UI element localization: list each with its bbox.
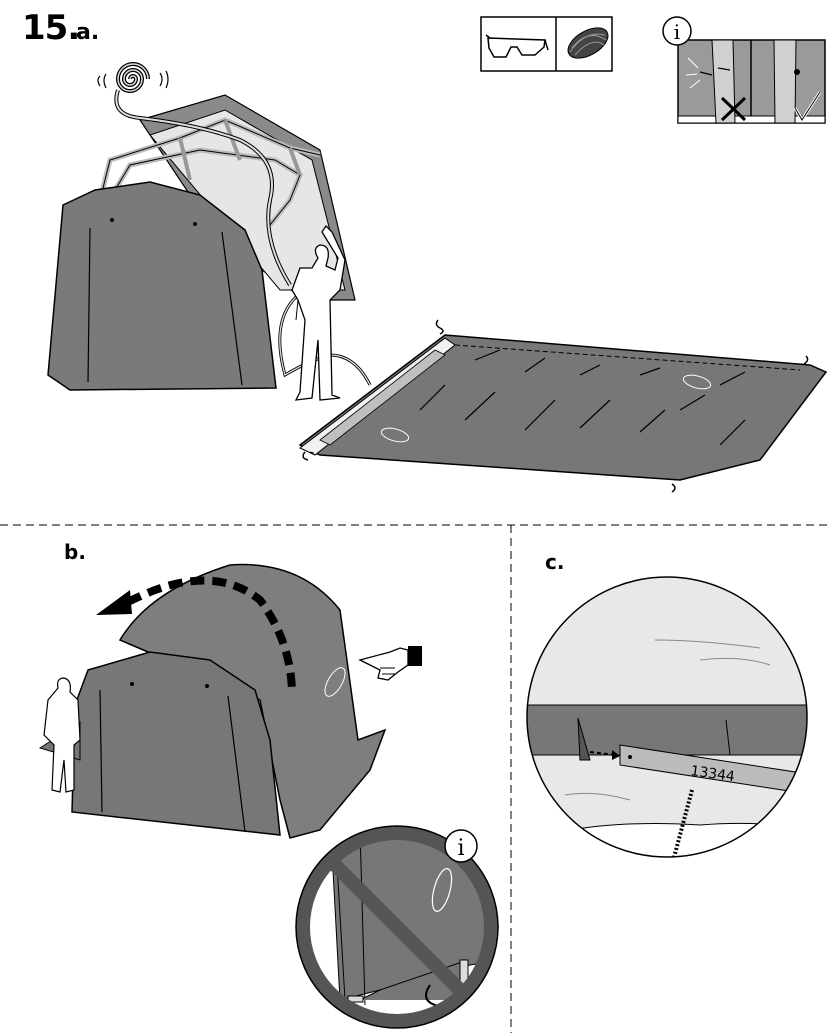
tools-box	[480, 16, 613, 72]
info-symbol-b: i	[457, 836, 464, 861]
panel-a-shed	[47, 62, 372, 391]
substep-a-label: a.	[76, 20, 100, 45]
detail-circle-b: i	[295, 825, 499, 1029]
cover-on-ground	[298, 319, 828, 493]
step-number: 15.	[22, 8, 80, 48]
rope-coil-icon	[567, 27, 609, 59]
detail-circle-c: 13344	[526, 576, 808, 858]
person-figure-a	[291, 224, 346, 401]
info-icon-b	[444, 829, 478, 863]
part-number-label: 13344	[689, 763, 735, 785]
substep-c-label: c.	[545, 550, 565, 574]
info-box-top: i	[662, 16, 826, 124]
spiral-icon	[97, 62, 169, 93]
info-symbol: i	[674, 20, 680, 44]
panel-b-shed	[38, 563, 422, 839]
substep-b-label: b.	[64, 540, 86, 564]
info-icon	[662, 16, 692, 46]
pointing-hand-icon	[358, 646, 422, 681]
safety-glasses-icon	[485, 34, 549, 58]
